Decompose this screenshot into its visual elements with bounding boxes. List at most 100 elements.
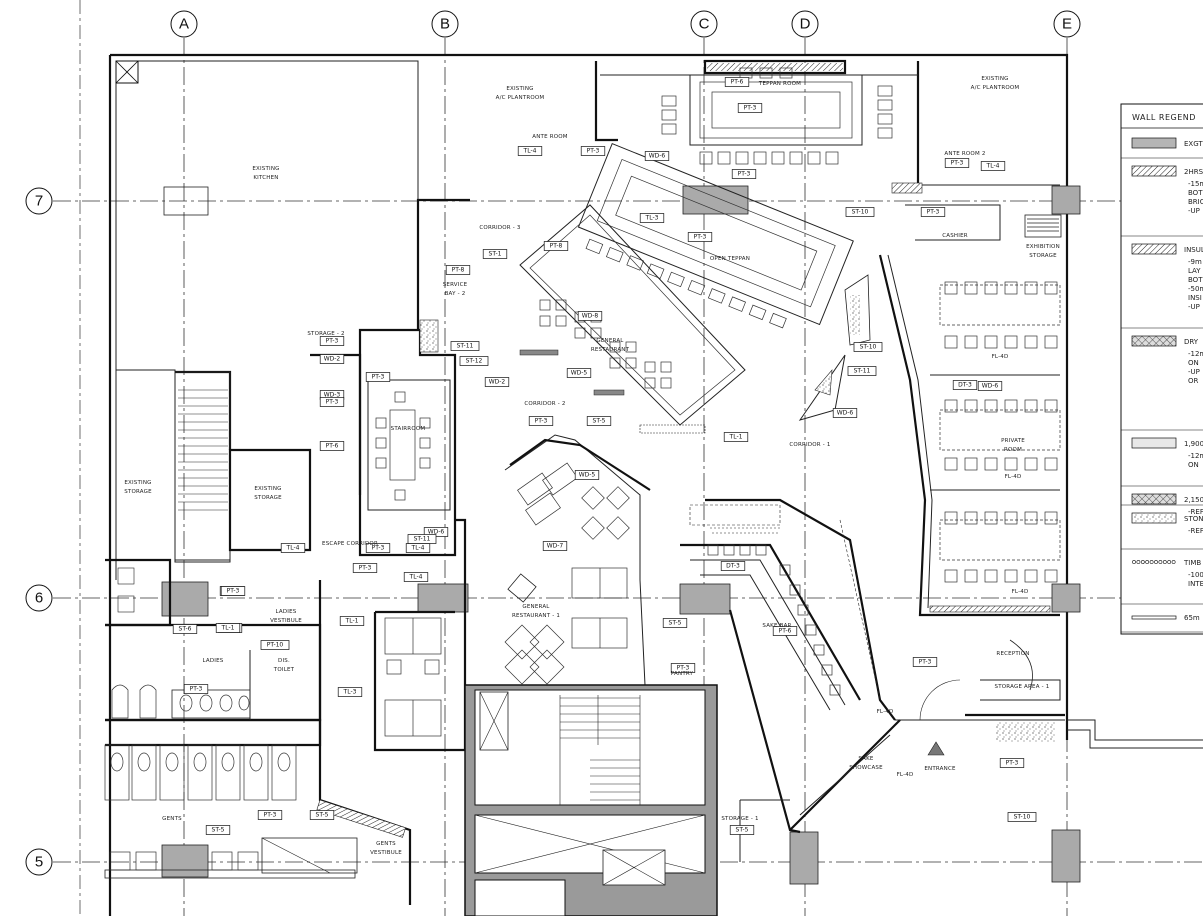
svg-text:1,900: 1,900 [1184,440,1203,448]
svg-text:-50m: -50m [1188,285,1203,293]
tag-label: DT-3 [720,561,746,571]
svg-text:B: B [440,16,450,33]
svg-text:TL-1: TL-1 [345,618,359,625]
svg-text:TL-4: TL-4 [523,148,537,155]
svg-text:7: 7 [35,193,43,210]
svg-text:STON: STON [1184,515,1203,523]
tag-label: TL-4 [980,161,1006,171]
svg-text:PT-8: PT-8 [550,243,563,250]
svg-text:PT-3: PT-3 [372,374,385,381]
tag-label: ST-6 [172,624,198,634]
tag-label: TL-1 [215,623,241,633]
svg-text:BOT: BOT [1188,189,1203,197]
svg-text:2HRS: 2HRS [1184,168,1203,176]
tag-label: PT-8 [445,265,471,275]
teppan-room-area [600,59,918,165]
room-label-storage-area: STORAGE AREA - 1 [995,684,1050,690]
tag-label: PT-8 [543,241,569,251]
svg-text:WD-6: WD-6 [428,529,445,536]
svg-text:ST-6: ST-6 [179,626,192,633]
svg-text:-9m: -9m [1188,258,1202,266]
room-label-dis-toilet: DIS.TOILET [273,658,295,673]
tag-label: PT-3 [944,158,970,168]
room-label-entrance: ENTRANCE [924,766,956,772]
svg-text:E: E [1062,16,1072,33]
tag-label: PT-3 [670,663,696,673]
tag-label: WD-2 [319,354,345,364]
floor-code: FL-4D [992,354,1009,360]
svg-text:C: C [699,16,710,33]
tag-label: PT-3 [257,810,283,820]
stair-core [464,684,718,916]
legend-item: 65m [1121,614,1203,633]
tag-label: WD-6 [977,381,1003,391]
svg-text:6: 6 [35,590,43,607]
svg-text:ST-12: ST-12 [466,358,483,365]
svg-text:TL-3: TL-3 [343,689,357,696]
svg-text:ST-5: ST-5 [736,827,749,834]
svg-text:INSUL: INSUL [1184,246,1203,254]
tag-label: WD-8 [577,311,603,321]
svg-text:PT-3: PT-3 [919,659,932,666]
svg-text:ST-10: ST-10 [852,209,869,216]
svg-text:PT-3: PT-3 [677,665,690,672]
svg-text:ST-10: ST-10 [1014,814,1031,821]
svg-text:TL-1: TL-1 [221,625,235,632]
tag-label: TL-4 [517,146,543,156]
tag-label: PT-3 [528,416,554,426]
svg-text:WD-5: WD-5 [579,472,596,479]
svg-text:A: A [179,16,189,33]
tag-label: PT-3 [220,586,246,596]
svg-text:PT-3: PT-3 [227,588,240,595]
tag-label: ST-5 [729,825,755,835]
tag-label: ST-11 [847,366,877,376]
svg-text:WD-6: WD-6 [837,410,854,417]
svg-text:TL-4: TL-4 [286,545,300,552]
room-label-reception: RECEPTION [996,651,1029,657]
svg-text:WD-3: WD-3 [324,392,341,399]
tag-label: ST-10 [845,207,875,217]
svg-text:PT-6: PT-6 [731,79,744,86]
tag-label: TL-1 [723,432,749,442]
display-pillars [798,274,871,421]
tag-label: DT-3 [952,380,978,390]
tag-label: PT-3 [999,758,1025,768]
svg-text:BOT: BOT [1188,276,1203,284]
tag-label: ST-12 [459,356,489,366]
structural-columns [161,185,1081,885]
tag-label: ST-5 [205,825,231,835]
svg-text:WD-5: WD-5 [571,370,588,377]
svg-text:PT-3: PT-3 [694,234,707,241]
svg-text:INSI: INSI [1188,294,1202,302]
room-label-gents: GENTS [162,816,182,822]
svg-text:PT-3: PT-3 [372,545,385,552]
legend-item: 2,150-REF [1121,493,1203,516]
wall-legend: WALL REGEND EXGTI2HRS-15mBOTBRIC-UPINSUL… [1120,103,1203,635]
grid-bubble-e: E [1053,10,1081,38]
svg-text:WD-6: WD-6 [982,383,999,390]
svg-text:TL-4: TL-4 [986,163,1000,170]
toilets-area [104,558,412,905]
room-label-corridor-3: CORRIDOR - 3 [479,225,521,231]
room-label-escape-corridor: ESCAPE CORRIDOR [322,541,378,547]
tag-label: PT-3 [183,684,209,694]
svg-text:-15m: -15m [1188,180,1203,188]
tag-label: PT-3 [731,169,757,179]
tag-label: PT-3 [365,372,391,382]
tag-label: ST-1 [482,249,508,259]
svg-text:PT-3: PT-3 [951,160,964,167]
room-label-corridor-2: CORRIDOR - 2 [524,401,565,407]
room-label-pantry: PANTRY [671,671,694,677]
svg-text:-12m: -12m [1188,350,1203,358]
